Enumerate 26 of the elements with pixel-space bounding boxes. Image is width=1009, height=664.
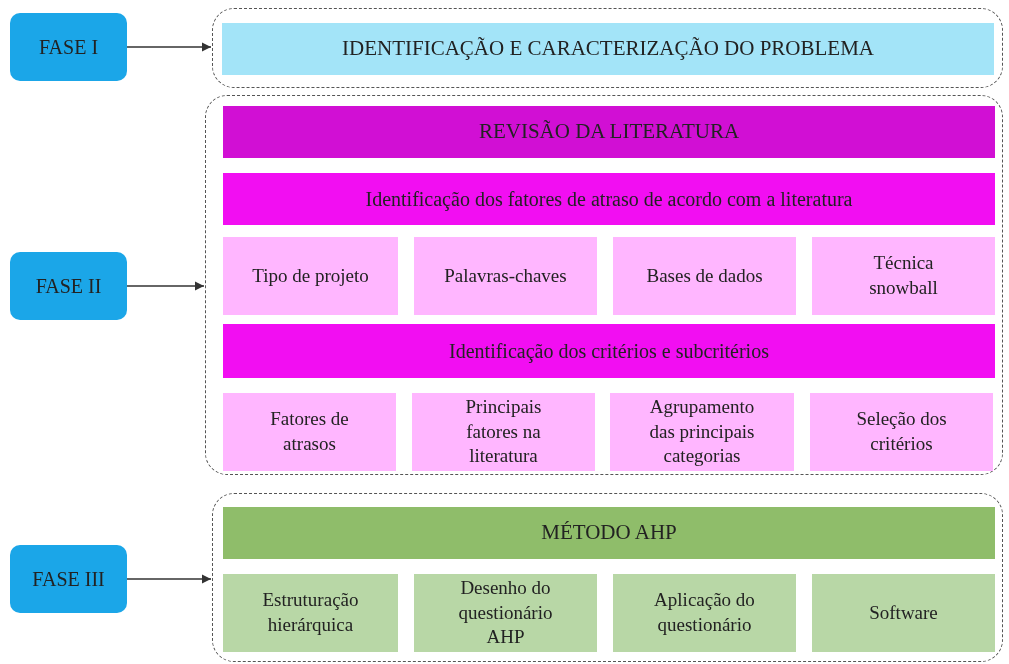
process-box: Bases de dados	[613, 237, 796, 315]
process-box: Software	[812, 574, 995, 652]
phase-box: FASE III	[10, 545, 127, 613]
process-box: Aplicação do questionário	[613, 574, 796, 652]
process-box: Tipo de projeto	[223, 237, 398, 315]
process-box: Identificação dos critérios e subcritérios	[223, 324, 995, 378]
process-box: Principais fatores na literatura	[412, 393, 595, 471]
phase-box: FASE II	[10, 252, 127, 320]
process-box: Identificação dos fatores de atraso de acordo com a literatura	[223, 173, 995, 225]
process-box: Palavras-chaves	[414, 237, 597, 315]
process-box: Agrupamento das principais categorias	[610, 393, 794, 471]
arrow	[126, 42, 212, 52]
dashed-group-frame	[205, 95, 1003, 475]
process-box: IDENTIFICAÇÃO E CARACTERIZAÇÃO DO PROBLEMA	[222, 23, 994, 75]
dashed-group-frame	[212, 493, 1003, 662]
process-box: REVISÃO DA LITERATURA	[223, 106, 995, 158]
dashed-group-frame	[212, 8, 1003, 88]
arrow	[126, 281, 205, 291]
process-box: Estruturação hierárquica	[223, 574, 398, 652]
process-box: Fatores de atrasos	[223, 393, 396, 471]
process-box: Desenho do questionário AHP	[414, 574, 597, 652]
phase-box: FASE I	[10, 13, 127, 81]
process-box: MÉTODO AHP	[223, 507, 995, 559]
arrow	[126, 574, 212, 584]
process-box: Técnica snowball	[812, 237, 995, 315]
process-box: Seleção dos critérios	[810, 393, 993, 471]
